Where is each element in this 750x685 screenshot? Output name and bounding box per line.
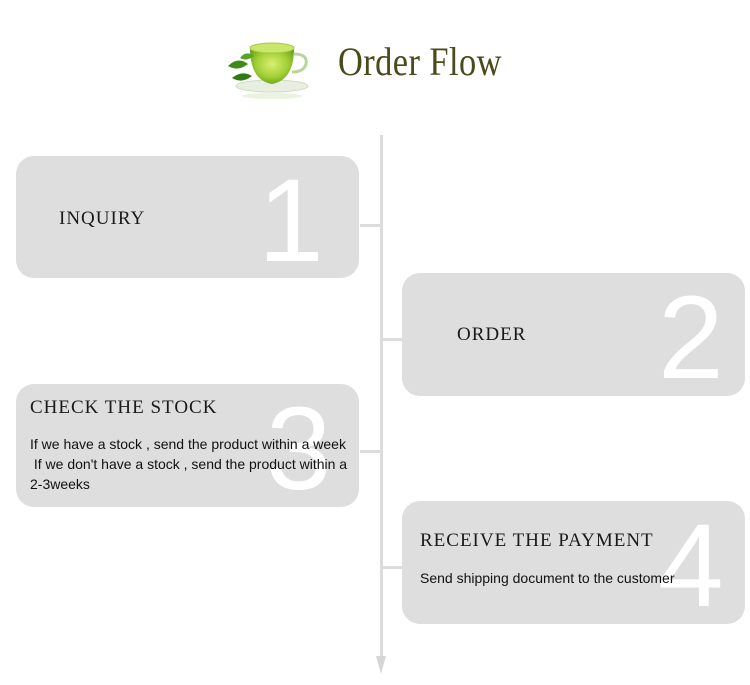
- step-card-3: 3 CHECK THE STOCK If we have a stock , s…: [16, 384, 359, 507]
- step-number: 4: [658, 501, 724, 624]
- timeline-arrow-icon: [376, 656, 386, 674]
- step-description: If we have a stock , send the product wi…: [30, 436, 348, 492]
- step-title: ORDER: [457, 324, 527, 345]
- connector-1: [360, 224, 380, 227]
- timeline-line: [380, 135, 383, 665]
- green-tea-cup-icon: [228, 42, 309, 99]
- step-description: Send shipping document to the customer: [420, 570, 675, 586]
- connector-3: [360, 450, 380, 453]
- step-number: 3: [266, 384, 332, 507]
- page-title: Order Flow: [338, 39, 502, 84]
- step-card-1: 1 INQUIRY: [16, 156, 359, 278]
- step-number: 1: [258, 156, 324, 278]
- step-card-2: 2 ORDER: [402, 273, 745, 396]
- step-number: 2: [658, 273, 724, 396]
- step-title: CHECK THE STOCK: [30, 397, 218, 418]
- header: Order Flow: [0, 30, 750, 110]
- step-card-4: 4 RECEIVE THE PAYMENT Send shipping docu…: [402, 501, 745, 624]
- connector-4: [383, 566, 402, 569]
- step-title: RECEIVE THE PAYMENT: [420, 530, 654, 551]
- step-title: INQUIRY: [59, 208, 146, 229]
- connector-2: [383, 338, 402, 341]
